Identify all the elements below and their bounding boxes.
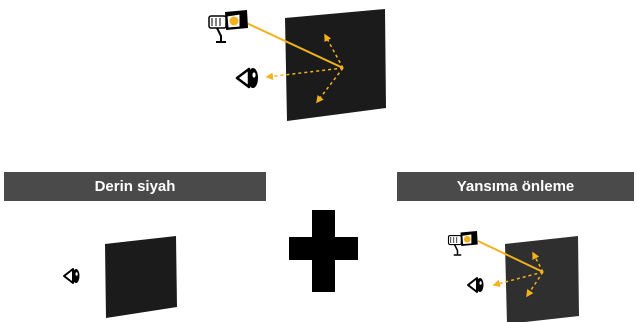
- top-scene: [208, 9, 386, 121]
- top-scattered-ray-up: [324, 33, 344, 69]
- eye-icon: [63, 268, 80, 284]
- deep-black-scene: [63, 236, 177, 318]
- anti-reflection-label-text: Yansıma önleme: [456, 178, 575, 195]
- anti-reflection-scattered-ray-down: [526, 271, 544, 298]
- plus-icon: [289, 210, 358, 292]
- top-incident-light-ray: [239, 19, 344, 69]
- anti-reflection-screen-panel: [505, 236, 579, 322]
- anti-reflection-reflected-ray-eye: [492, 271, 544, 288]
- deep-black-label-text: Derin siyah: [94, 178, 176, 195]
- deep-black-label: Derin siyah: [4, 172, 266, 201]
- spotlight-icon: [447, 231, 478, 256]
- eye-icon: [467, 277, 484, 293]
- eye-icon: [235, 67, 258, 89]
- anti-reflection-label: Yansıma önleme: [397, 172, 634, 201]
- anti-reflection-scene: [447, 231, 579, 322]
- deep-black-screen-panel: [105, 236, 177, 318]
- top-reflected-ray-eye: [265, 67, 344, 81]
- anti-reflection-incident-ray: [477, 240, 544, 273]
- top-scattered-ray-down: [316, 67, 344, 104]
- spotlight-icon: [208, 10, 248, 43]
